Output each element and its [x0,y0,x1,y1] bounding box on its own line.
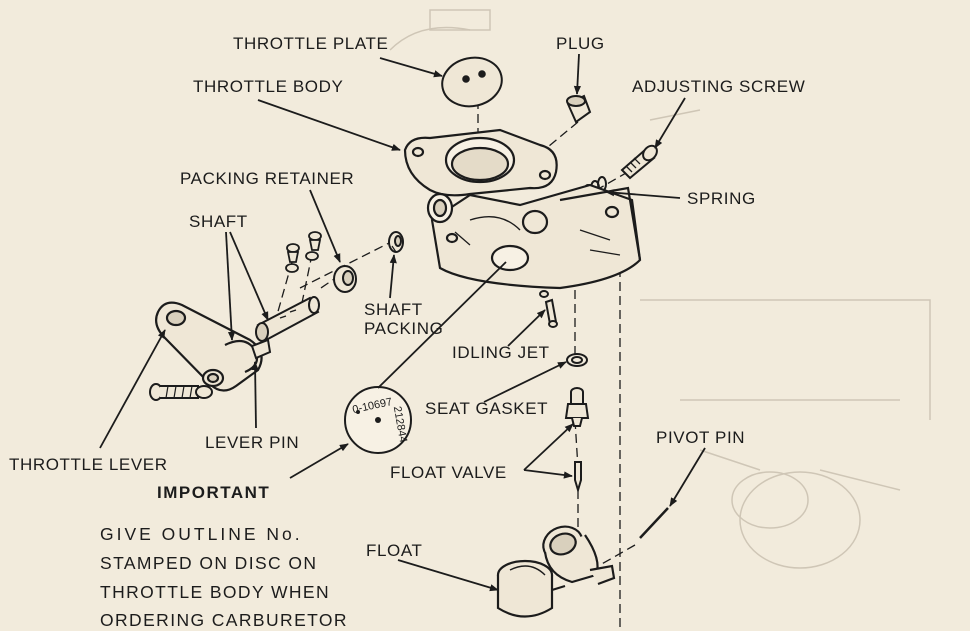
label-shaft: SHAFT [189,212,248,231]
leader-plug [573,53,582,95]
float-valve-seat-part [564,387,590,427]
leader-throttle-plate [379,57,443,78]
label-plug: PLUG [556,34,605,53]
leader-float-valve-b [523,469,573,479]
leader-throttle-body [257,99,401,151]
note-line-3: THROTTLE BODY WHEN [100,582,331,602]
outline-disc: 0-10697 212844 [344,386,412,454]
label-packing-retainer: PACKING RETAINER [180,169,355,188]
label-throttle-body: THROTTLE BODY [193,77,344,96]
idling-jet-part [539,290,558,328]
label-throttle-plate: THROTTLE PLATE [233,34,389,53]
shaft-part [255,296,320,342]
lever-pin-part [250,338,272,360]
seat-gasket-part [566,353,588,367]
leader-shaft-packing [389,254,397,299]
leader-packing-retainer [309,189,341,263]
leader-seat-gasket [483,361,567,403]
label-seat-gasket: SEAT GASKET [425,399,549,418]
float-valve-needle-part [574,461,582,494]
leader-float [397,559,499,592]
leader-shaft-a [225,231,236,341]
pivot-pin-part [639,507,669,539]
label-shaft-packing-2: PACKING [364,319,444,338]
leader-disc-to-body [377,261,507,389]
label-spring: SPRING [687,189,756,208]
lever-screw-part [149,383,213,401]
label-throttle-lever: THROTTLE LEVER [9,455,168,474]
label-shaft-packing-1: SHAFT [364,300,423,319]
throttle-body-part [403,128,642,290]
leader-adjusting-screw [654,97,686,149]
throttle-lever-part [155,301,263,392]
label-lever-pin: LEVER PIN [205,433,300,452]
adjusting-screw-part [620,144,658,180]
background-show-through [389,9,931,569]
leader-pivot-pin [669,447,706,507]
label-adjusting-screw: ADJUSTING SCREW [632,77,806,96]
leader-lines [99,53,706,592]
shaft-packing-part [388,231,404,253]
label-pivot-pin: PIVOT PIN [656,428,746,447]
leader-float-valve-a [523,423,574,471]
note-heading: IMPORTANT [157,483,271,502]
label-float-valve: FLOAT VALVE [390,463,507,482]
note-line-4: ORDERING CARBURETOR [100,610,348,630]
leader-shaft-b [229,231,269,321]
note-line-2: STAMPED ON DISC ON [100,553,318,573]
throttle-plate-part [441,56,503,108]
plug-part [566,94,592,124]
leader-throttle-lever [99,329,166,449]
label-float: FLOAT [366,541,423,560]
float-part [496,525,616,618]
leader-disc [289,443,349,479]
leader-spring [605,189,681,199]
label-idling-jet: IDLING JET [452,343,550,362]
note-line-1: GIVE OUTLINE No. [100,524,303,544]
packing-retainer-part [333,265,357,293]
leader-idling-jet [507,309,546,347]
small-screws-part [285,231,322,273]
leader-lever-pin [251,361,259,429]
